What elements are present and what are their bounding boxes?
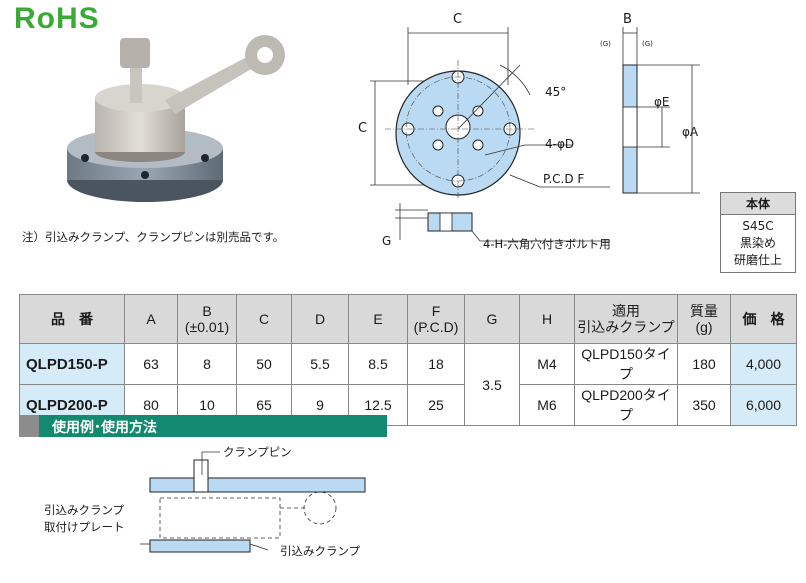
hole-d-label: 4-φD	[545, 137, 575, 151]
header-cell: C	[236, 294, 292, 344]
header-cell: H	[519, 294, 575, 344]
value-h: M4	[519, 343, 575, 385]
dim-a: φA	[682, 125, 699, 139]
material-line: S45C	[742, 219, 774, 233]
value-b: 8	[177, 343, 237, 385]
dim-g: G	[382, 234, 392, 248]
value-c: 50	[236, 343, 292, 385]
model-cell: QLPD150-P	[19, 343, 125, 385]
dim-e: φE	[654, 95, 670, 109]
value-e: 8.5	[348, 343, 408, 385]
table-header-row: 品 番 A B(±0.01) C D E F(P.C.D) G H 適用引込みク…	[19, 294, 797, 344]
value-e: 12.5	[348, 384, 408, 426]
header-cell: 質量(g)	[677, 294, 731, 344]
g-mark-right: (G)	[642, 40, 653, 48]
material-box: 本体 S45C 黒染め 研磨仕上	[720, 192, 796, 273]
dim-b: B	[623, 12, 632, 27]
header-cell: F(P.C.D)	[407, 294, 465, 344]
header-cell: 価 格	[730, 294, 797, 344]
value-f: 25	[407, 384, 465, 426]
note-text: 注）引込みクランプ、クランプピンは別売品です。	[22, 230, 285, 244]
value-clamp: QLPD200タイプ	[574, 384, 678, 426]
dim-c-top: C	[453, 12, 463, 27]
usage-drawing	[140, 451, 366, 553]
material-line: 黒染め	[739, 236, 776, 250]
bolt-label: 4-H-六角穴付きボルト用	[483, 237, 611, 251]
usage-section-bar	[19, 415, 387, 437]
value-clamp: QLPD150タイプ	[574, 343, 678, 385]
header-cell: A	[124, 294, 178, 344]
pcd-label: P.C.D F	[543, 172, 585, 186]
plate-label-line1: 引込みクランプ	[44, 503, 125, 517]
value-h: M6	[519, 384, 575, 426]
header-cell: G	[464, 294, 520, 344]
rohs-logo: RoHS	[14, 2, 100, 35]
dim-c-side: C	[358, 121, 368, 136]
header-cell: D	[291, 294, 349, 344]
value-d: 5.5	[291, 343, 349, 385]
material-heading: 本体	[721, 193, 795, 215]
clamp-label: 引込みクランプ	[280, 544, 361, 558]
usage-section-title: 使用例･使用方法	[52, 420, 157, 436]
technical-drawing	[370, 27, 700, 242]
angle-label: 45°	[545, 85, 567, 99]
header-cell: 適用引込みクランプ	[574, 294, 678, 344]
g-mark-left: (G)	[600, 40, 611, 48]
pin-label: クランプピン	[223, 445, 292, 459]
table-row: QLPD150-P 63 8 50 5.5 8.5 18 3.5 M4 QLPD…	[19, 343, 797, 426]
table-row: QLPD200-P 80 10 65 9 12.5 25 M6 QLPD200タ…	[19, 384, 797, 426]
plate-label-line2: 取付けプレート	[44, 520, 125, 534]
value-price: 6,000	[730, 384, 797, 426]
header-cell: E	[348, 294, 408, 344]
value-a: 63	[124, 343, 178, 385]
value-mass: 180	[677, 343, 731, 385]
value-mass: 350	[677, 384, 731, 426]
value-f: 18	[407, 343, 465, 385]
product-photo	[67, 35, 285, 202]
usage-section-marker	[19, 415, 39, 437]
spec-table: 品 番 A B(±0.01) C D E F(P.C.D) G H 適用引込みク…	[19, 294, 797, 426]
material-line: 研磨仕上	[733, 253, 782, 267]
value-price: 4,000	[730, 343, 797, 385]
value-g: 3.5	[464, 343, 520, 426]
header-cell: B(±0.01)	[177, 294, 237, 344]
header-cell: 品 番	[19, 294, 125, 344]
